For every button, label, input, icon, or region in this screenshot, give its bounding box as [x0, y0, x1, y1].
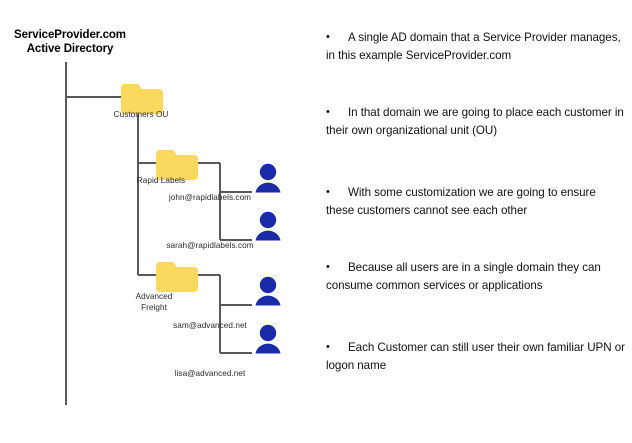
user-icon-lisa[interactable] [255, 324, 281, 354]
ad-hierarchy-diagram: ServiceProvider.com Active Directory Cus… [0, 28, 281, 405]
bullet-item-4: • Because all users are in a single doma… [326, 259, 626, 294]
bullet-list: • A single AD domain that a Service Prov… [320, 0, 632, 443]
folder-icon-rapid-labels[interactable] [156, 150, 198, 180]
diagram-title-line1: ServiceProvider.com [14, 29, 126, 41]
bullet-marker-icon: • [326, 186, 330, 198]
folder-icon-customers-ou[interactable] [121, 84, 163, 114]
bullet-text-1: A single AD domain that a Service Provid… [326, 31, 621, 62]
user-label-john: john@rapidlabels.com [168, 193, 252, 202]
user-icon-john[interactable] [255, 163, 281, 193]
node-label-advanced-freight-line1: Advanced [135, 292, 173, 301]
user-icon-sarah[interactable] [255, 211, 281, 241]
diagram-title: ServiceProvider.com Active Directory [0, 28, 140, 56]
user-icon-sam[interactable] [255, 276, 281, 306]
diagram-connectors-and-icons [65, 62, 281, 405]
bullet-marker-icon: • [326, 261, 330, 273]
bullet-marker-icon: • [326, 31, 330, 43]
folder-icon-advanced-freight[interactable] [156, 262, 198, 292]
bullet-text-4: Because all users are in a single domain… [326, 261, 601, 292]
bullet-item-1: • A single AD domain that a Service Prov… [326, 29, 626, 64]
bullet-marker-icon: • [326, 341, 330, 353]
bullet-item-5: • Each Customer can still user their own… [326, 339, 626, 374]
node-label-advanced-freight: Advanced Freight [116, 292, 192, 313]
bullet-item-3: • With some customization we are going t… [326, 184, 626, 219]
bullet-text-2: In that domain we are going to place eac… [326, 106, 624, 137]
user-label-sam: sam@advanced.net [173, 321, 247, 330]
user-label-lisa: lisa@advanced.net [174, 369, 246, 378]
node-label-rapid-labels: Rapid Labels [136, 176, 186, 185]
user-label-sarah: sarah@rapidlabels.com [166, 241, 254, 250]
bullet-marker-icon: • [326, 106, 330, 118]
bullet-item-2: • In that domain we are going to place e… [326, 104, 626, 139]
node-label-advanced-freight-line2: Freight [141, 302, 167, 312]
node-label-customers-ou: Customers OU [113, 110, 169, 119]
bullet-text-3: With some customization we are going to … [326, 186, 596, 217]
bullet-text-5: Each Customer can still user their own f… [326, 341, 625, 372]
diagram-title-line2: Active Directory [26, 43, 114, 55]
